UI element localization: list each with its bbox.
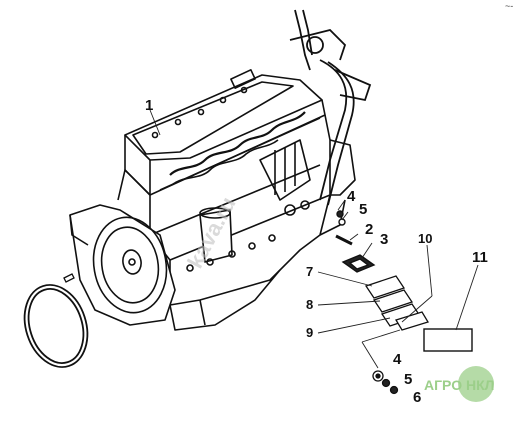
breather-pipe-assembly (289, 9, 372, 206)
callout-7: 7 (306, 264, 313, 279)
callout-10: 10 (418, 231, 432, 246)
callout-9: 9 (306, 325, 313, 340)
callout-1: 1 (145, 97, 153, 114)
cover-plate-part (335, 210, 376, 273)
callout-3: 3 (380, 231, 388, 248)
callout-6: 6 (413, 389, 421, 406)
callout-2: 2 (365, 221, 373, 238)
leader-lines (149, 109, 479, 369)
logo-circle (458, 366, 494, 402)
corner-mark: ~- (505, 1, 513, 11)
label-plate-part (423, 328, 473, 352)
callout-4-upper: 4 (347, 188, 356, 205)
washer-bolt-set (372, 370, 399, 395)
gasket-stack (364, 275, 429, 331)
o-ring-seal (23, 284, 89, 368)
agro-logo: АГРО НКЛ (424, 366, 494, 402)
callout-8: 8 (306, 297, 313, 312)
callout-4-lower: 4 (393, 351, 402, 368)
logo-text: АГРО НКЛ (424, 377, 494, 393)
engine-block-drawing (69, 69, 356, 331)
callout-11: 11 (472, 249, 488, 266)
small-plug (63, 273, 75, 283)
callout-5-upper: 5 (359, 201, 367, 218)
part-callouts: 1 2 3 4 5 7 8 9 10 11 4 5 6 (145, 97, 488, 406)
callout-5-lower: 5 (404, 371, 412, 388)
